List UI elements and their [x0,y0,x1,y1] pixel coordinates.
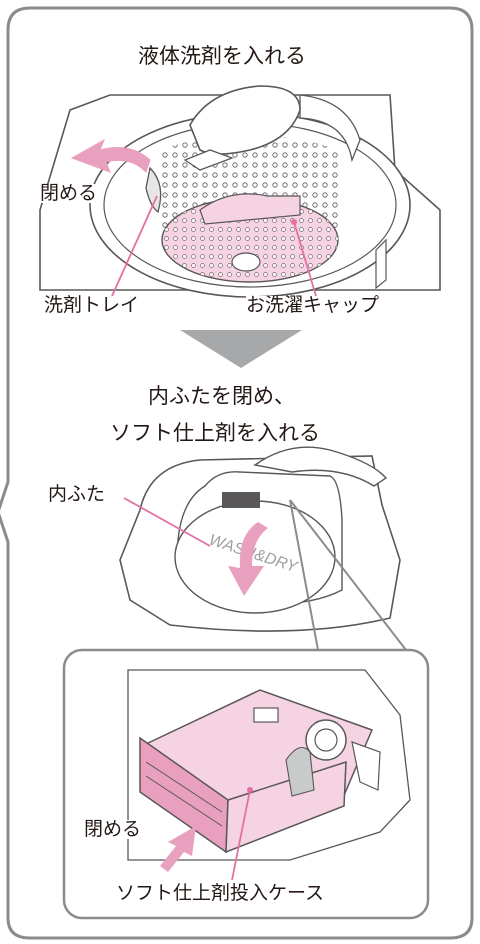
push-arrow-icon [160,826,196,872]
softener-case-illustration [127,669,411,861]
leader-softener-case [231,789,251,881]
detail-close-label: 閉める [84,818,142,840]
leader-wash-cap [293,221,317,297]
leader-detergent-tray [111,195,158,297]
detergent-tray-label: 洗剤トレイ [44,294,140,316]
softener-case-label: ソフト仕上剤投入ケース [116,882,325,904]
wash-cap-label: お洗濯キャップ [246,294,380,316]
tub-illustration [39,85,441,298]
close-label: 閉める [40,182,98,204]
close-lid-arrow-icon [228,522,268,596]
step2-title-line1: 内ふたを閉め、 [148,384,295,408]
close-arrow-icon [70,138,151,173]
zoom-lines-2 [289,499,407,651]
leader-inner-lid [123,497,211,547]
inner-lid-label: 内ふた [48,483,106,505]
lid-illustration: WASH&DRY [119,446,401,632]
zoom-lines [289,499,319,651]
next-step-arrow-icon [180,330,302,368]
step2-title-line2: ソフト仕上剤を入れる [110,421,320,445]
step1-title: 液体洗剤を入れる [138,44,306,68]
